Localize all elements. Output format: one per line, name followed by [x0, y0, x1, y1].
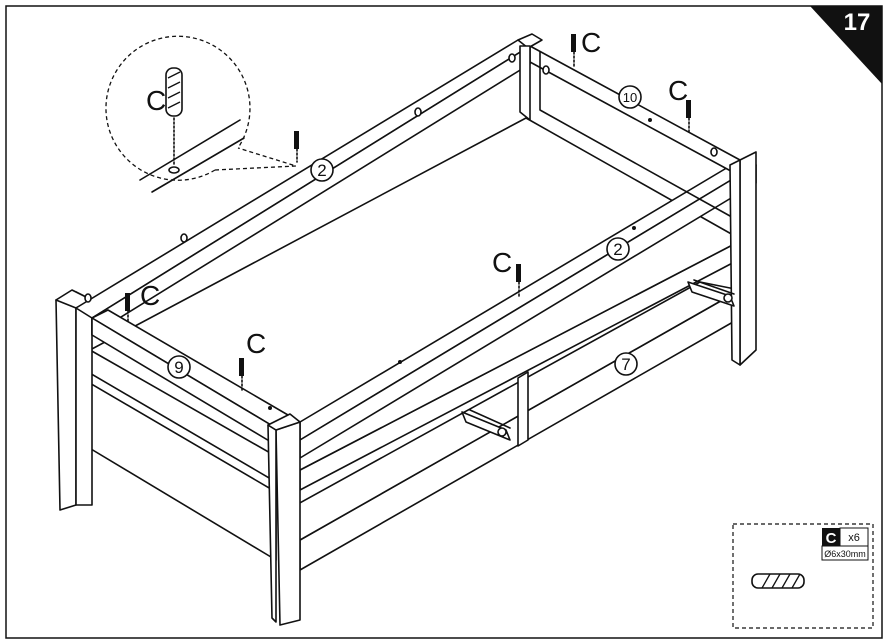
dowel-front-right: C: [668, 75, 691, 133]
dowel-detail-callout: C: [105, 35, 297, 193]
part-label-10: 10: [618, 85, 642, 109]
dowel-top-left: [294, 131, 299, 163]
drawer-slide-icon: [461, 409, 511, 441]
dowel-back-left: C: [125, 280, 160, 323]
part-label-7: 7: [614, 352, 638, 376]
svg-text:C: C: [140, 280, 160, 311]
dowel-front-mid: C: [492, 247, 521, 297]
svg-text:2: 2: [613, 240, 622, 259]
back-left-leg: [55, 291, 77, 511]
legend-size: Ø6x30mm: [824, 549, 866, 559]
svg-text:9: 9: [174, 358, 183, 377]
svg-text:C: C: [668, 75, 688, 106]
part-label-9: 9: [167, 355, 191, 379]
legend-quantity: x6: [848, 532, 860, 544]
dowel-holes: [84, 53, 718, 410]
table-frame: [55, 33, 757, 626]
back-right-leg: [519, 45, 531, 121]
front-left-leg: [275, 421, 301, 626]
center-divider: [517, 371, 529, 447]
svg-text:C: C: [492, 247, 512, 278]
svg-text:C: C: [581, 27, 601, 58]
part-label-2-top: 2: [310, 158, 334, 182]
svg-text:2: 2: [317, 161, 326, 180]
svg-text:7: 7: [621, 355, 630, 374]
legend-letter-box: [822, 528, 840, 546]
dowel-back-right: C: [571, 27, 601, 67]
legend-letter: C: [826, 530, 837, 547]
part-label-2-front: 2: [606, 237, 630, 261]
step-number: 17: [844, 9, 871, 36]
front-right-leg: [739, 151, 757, 366]
drawer-slide-icon: [687, 279, 735, 307]
wooden-dowel-icon: [165, 67, 183, 174]
svg-text:C: C: [246, 328, 266, 359]
dowel-front-left: C: [239, 328, 266, 391]
step-badge: 17: [810, 6, 882, 84]
hardware-legend: C x6 Ø6x30mm: [732, 523, 874, 629]
svg-text:C: C: [146, 85, 166, 116]
svg-text:10: 10: [623, 90, 637, 105]
wooden-dowel-icon: [751, 573, 805, 589]
back-left-leg-side: [75, 291, 93, 506]
